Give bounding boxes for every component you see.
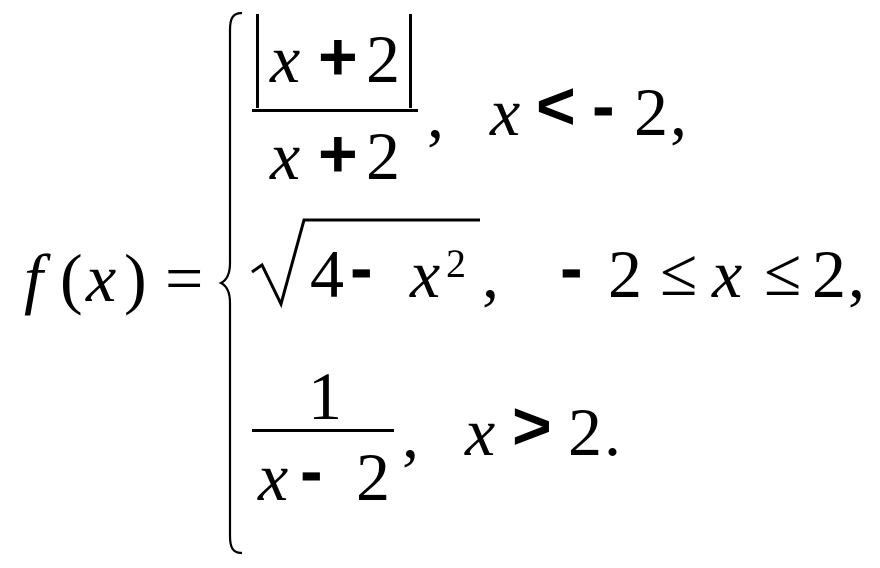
case1-den-plus: + xyxy=(318,116,358,192)
case2-cond-x: x xyxy=(712,236,743,312)
case1-num-plus: + xyxy=(318,19,358,95)
function-name: f xyxy=(24,240,43,316)
case1-cond-minus: - xyxy=(592,68,615,144)
case2-cond-minus: - xyxy=(560,230,583,306)
case1-cond-less: < xyxy=(536,68,576,144)
case3-cond-x: x xyxy=(465,394,496,470)
close-paren: ) xyxy=(124,240,147,316)
case2-cond-right: 2 xyxy=(812,236,846,312)
case2-cond-left: 2 xyxy=(608,236,642,312)
case3-numerator: 1 xyxy=(308,358,342,434)
radicand-x: x xyxy=(410,236,441,312)
case1-fraction-line xyxy=(252,109,418,112)
case1-comma: , xyxy=(427,76,444,152)
case1-num-x: x xyxy=(270,21,301,97)
case1-num-two: 2 xyxy=(366,21,400,97)
case3-cond-greater: > xyxy=(512,388,552,464)
case2-cond-leq-1: ≤ xyxy=(660,234,698,310)
case3-den-two: 2 xyxy=(356,439,390,515)
abs-bar-left xyxy=(256,14,259,108)
case3-comma: , xyxy=(402,396,419,472)
left-brace xyxy=(218,11,243,555)
equals-sign: = xyxy=(165,240,204,316)
case1-cond-comma: , xyxy=(670,74,687,150)
case2-cond-comma: , xyxy=(848,236,865,312)
case3-fraction-line xyxy=(252,429,394,432)
case1-den-x: x xyxy=(270,118,301,194)
case3-cond-period: . xyxy=(604,394,621,470)
open-paren: ( xyxy=(60,240,83,316)
case3-den-minus: - xyxy=(300,433,323,509)
case3-den-x: x xyxy=(258,439,289,515)
radicand-four: 4 xyxy=(310,236,344,312)
radicand-exponent: 2 xyxy=(446,241,466,286)
case1-cond-x: x xyxy=(490,74,521,150)
case1-den-two: 2 xyxy=(366,118,400,194)
case3-cond-value: 2 xyxy=(568,394,602,470)
case2-comma: , xyxy=(482,236,499,312)
abs-bar-right xyxy=(409,14,412,108)
sqrt-sign xyxy=(251,218,480,309)
case2-cond-leq-2: ≤ xyxy=(764,234,802,310)
lhs-variable: x xyxy=(86,240,117,316)
radicand-minus: - xyxy=(350,230,373,306)
case1-cond-value: 2 xyxy=(634,74,668,150)
